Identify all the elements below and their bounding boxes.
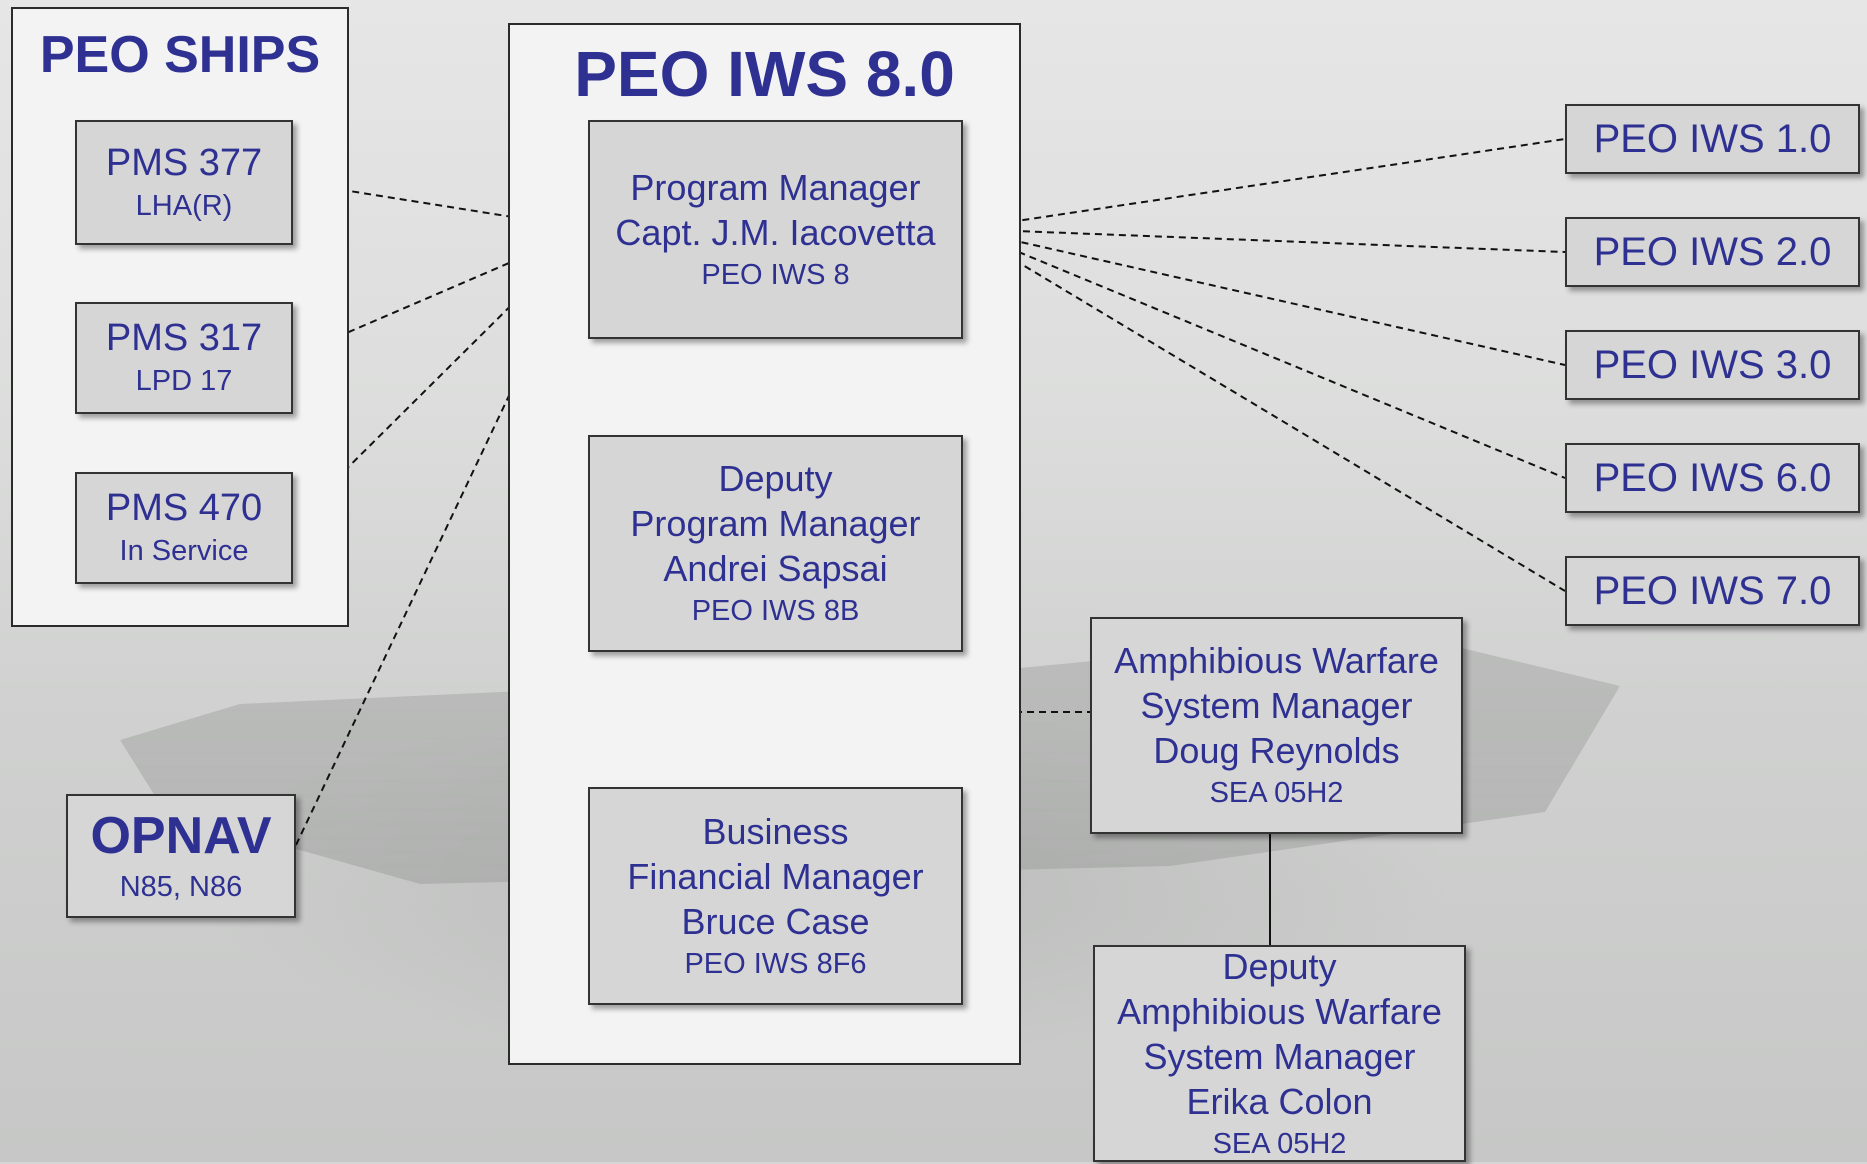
peo-iws-6-box[interactable]: PEO IWS 6.0 xyxy=(1565,443,1860,513)
business-fm-box[interactable]: Business Financial Manager Bruce Case PE… xyxy=(588,787,963,1005)
link-iws7 xyxy=(962,228,1566,592)
deputy-pm-box[interactable]: Deputy Program Manager Andrei Sapsai PEO… xyxy=(588,435,963,652)
pms377-sub: LHA(R) xyxy=(135,189,233,222)
pms317-sub: LPD 17 xyxy=(135,365,233,398)
damph-line1: Deputy xyxy=(1222,945,1337,987)
pm-line1: Program Manager xyxy=(630,166,921,208)
pms377-label: PMS 377 xyxy=(105,141,263,184)
link-iws2 xyxy=(962,228,1566,253)
peo-iws-3-label: PEO IWS 3.0 xyxy=(1593,343,1832,387)
deputy-code: PEO IWS 8B xyxy=(691,595,860,627)
pms470-label: PMS 470 xyxy=(105,487,263,530)
damph-line2: Amphibious Warfare xyxy=(1117,990,1442,1032)
peo-iws-7-label: PEO IWS 7.0 xyxy=(1593,569,1832,613)
pms470-sub: In Service xyxy=(119,535,249,568)
peo-iws-1-label: PEO IWS 1.0 xyxy=(1593,117,1832,161)
amph-code: SEA 05H2 xyxy=(1209,777,1344,809)
damph-code: SEA 05H2 xyxy=(1212,1127,1347,1160)
peo-ships-title: PEO SHIPS xyxy=(39,26,321,84)
opnav-sub: N85, N86 xyxy=(119,871,243,904)
pm-code: PEO IWS 8 xyxy=(701,258,850,291)
damph-line3: System Manager xyxy=(1143,1035,1416,1077)
pms317-label: PMS 317 xyxy=(105,317,263,360)
program-manager-box[interactable]: Program Manager Capt. J.M. Iacovetta PEO… xyxy=(588,120,963,339)
peo-iws-1-box[interactable]: PEO IWS 1.0 xyxy=(1565,104,1860,174)
peo-iws-7-box[interactable]: PEO IWS 7.0 xyxy=(1565,556,1860,626)
deputy-line2: Program Manager xyxy=(630,503,921,544)
pm-line2: Capt. J.M. Iacovetta xyxy=(615,211,936,253)
opnav-box[interactable]: OPNAV N85, N86 xyxy=(66,794,296,918)
peo-iws8-title: PEO IWS 8.0 xyxy=(574,38,955,110)
opnav-title: OPNAV xyxy=(90,807,272,866)
link-iws6 xyxy=(962,228,1566,479)
deputy-line3: Andrei Sapsai xyxy=(663,548,888,589)
peo-iws-6-label: PEO IWS 6.0 xyxy=(1593,456,1832,500)
link-pms470 xyxy=(292,228,589,523)
business-code: PEO IWS 8F6 xyxy=(684,947,867,980)
amph-line3: Doug Reynolds xyxy=(1153,730,1400,771)
link-iws3 xyxy=(962,228,1566,366)
business-line3: Bruce Case xyxy=(681,900,870,942)
amph-line2: System Manager xyxy=(1140,685,1413,726)
pms377-box[interactable]: PMS 377 LHA(R) xyxy=(75,120,293,245)
amphibious-warfare-box[interactable]: Amphibious Warfare System Manager Doug R… xyxy=(1090,617,1463,834)
pms317-box[interactable]: PMS 317 LPD 17 xyxy=(75,302,293,414)
deputy-line1: Deputy xyxy=(718,458,833,499)
peo-iws-2-label: PEO IWS 2.0 xyxy=(1593,230,1832,274)
peo-iws-2-box[interactable]: PEO IWS 2.0 xyxy=(1565,217,1860,287)
business-line2: Financial Manager xyxy=(627,855,924,897)
damph-line4: Erika Colon xyxy=(1186,1080,1373,1122)
deputy-amphibious-box[interactable]: Deputy Amphibious Warfare System Manager… xyxy=(1093,945,1466,1162)
amph-line1: Amphibious Warfare xyxy=(1114,640,1439,681)
peo-iws-3-box[interactable]: PEO IWS 3.0 xyxy=(1565,330,1860,400)
link-iws1 xyxy=(962,138,1566,230)
pms470-box[interactable]: PMS 470 In Service xyxy=(75,472,293,584)
business-line1: Business xyxy=(702,810,849,852)
